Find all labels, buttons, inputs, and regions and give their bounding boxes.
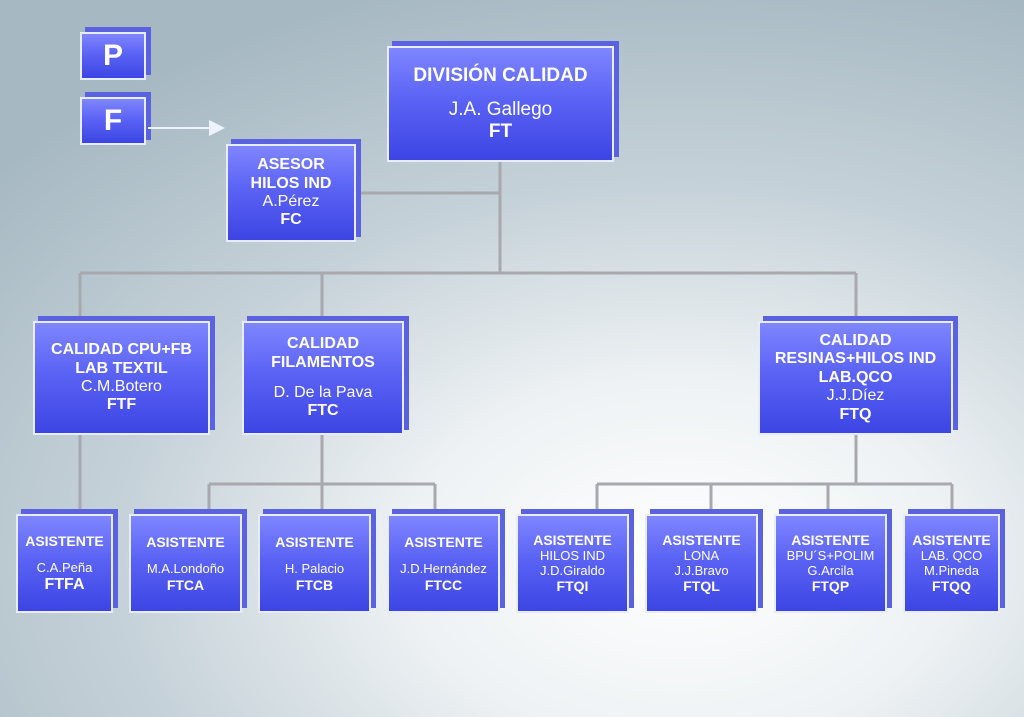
- assistant-role: ASISTENTE: [662, 532, 741, 549]
- assistant-box-ftcb: ASISTENTE H. Palacio FTCB: [258, 514, 371, 613]
- assistant-role: ASISTENTE: [25, 532, 104, 549]
- assistant-role: ASISTENTE: [912, 532, 991, 549]
- assistant-box-ftql: ASISTENTE LONA J.J.Bravo FTQL: [645, 514, 758, 613]
- unit-line1: CALIDAD: [819, 332, 892, 350]
- advisor-line2: HILOS IND: [250, 174, 332, 192]
- unit-line1: CALIDAD CPU+FB: [51, 341, 192, 359]
- unit-line2: RESINAS+HILOS IND: [774, 350, 937, 368]
- unit-line3: LAB.QCO: [818, 368, 893, 386]
- assistant-role: ASISTENTE: [404, 533, 483, 550]
- division-code: FT: [488, 120, 513, 142]
- assistant-box-ftcc: ASISTENTE J.D.Hernández FTCC: [387, 514, 500, 613]
- assistant-code: FTQL: [683, 578, 720, 595]
- assistant-name: C.A.Peña: [36, 559, 93, 575]
- unit-code: FTF: [106, 396, 137, 414]
- assistant-code: FTQQ: [932, 578, 971, 595]
- assistant-code: FTQI: [556, 578, 589, 595]
- unit-line1: CALIDAD: [287, 335, 359, 353]
- assistant-code: FTQP: [811, 578, 850, 595]
- assistant-box-ftqq: ASISTENTE LAB. QCO M.Pineda FTQQ: [903, 514, 1000, 613]
- advisor-line1: ASESOR: [257, 156, 325, 174]
- unit-code: FTQ: [839, 405, 872, 423]
- assistant-role: ASISTENTE: [146, 533, 225, 550]
- unit-box-ftf: CALIDAD CPU+FB LAB TEXTIL C.M.Botero FTF: [33, 321, 210, 435]
- advisor-name: A.Pérez: [262, 193, 320, 210]
- assistant-name: J.J.Bravo: [674, 562, 729, 578]
- assistant-area: HILOS IND: [539, 547, 605, 563]
- assistant-name: J.D.Hernández: [400, 561, 487, 577]
- assistant-code: FTCA: [166, 576, 205, 593]
- advisor-box: ASESOR HILOS IND A.Pérez FC: [226, 144, 356, 242]
- division-title: DIVISIÓN CALIDAD: [413, 65, 588, 87]
- unit-name: C.M.Botero: [81, 378, 162, 395]
- unit-name: J.J.Díez: [826, 387, 885, 405]
- division-name: J.A. Gallego: [448, 99, 553, 121]
- assistant-role: ASISTENTE: [791, 532, 870, 549]
- assistant-area: BPU´S+POLIM: [786, 547, 875, 563]
- assistant-name: J.D.Giraldo: [539, 562, 606, 578]
- advisor-code: FC: [280, 211, 302, 229]
- assistant-name: M.Pineda: [924, 562, 979, 578]
- assistant-role: ASISTENTE: [533, 532, 612, 549]
- assistant-name: H. Palacio: [284, 561, 345, 577]
- legend-f-label: F: [103, 103, 123, 137]
- unit-box-ftq: CALIDAD RESINAS+HILOS IND LAB.QCO J.J.Dí…: [758, 321, 953, 435]
- assistant-box-ftca: ASISTENTE M.A.Londoño FTCA: [129, 514, 242, 613]
- assistant-area: LONA: [683, 547, 720, 563]
- unit-line2: FILAMENTOS: [271, 353, 375, 371]
- arrow-right-icon: [209, 120, 225, 136]
- assistant-box-ftqi: ASISTENTE HILOS IND J.D.Giraldo FTQI: [516, 514, 629, 613]
- assistant-area: LAB. QCO: [920, 547, 983, 563]
- legend-f-box: F: [80, 97, 146, 145]
- assistant-role: ASISTENTE: [275, 533, 354, 550]
- assistant-name: M.A.Londoño: [146, 561, 225, 577]
- assistant-code: FTCB: [295, 576, 334, 593]
- unit-box-ftc: CALIDAD FILAMENTOS D. De la Pava FTC: [242, 321, 404, 435]
- assistant-code: FTFA: [44, 575, 85, 593]
- legend-p-label: P: [102, 38, 123, 72]
- assistant-code: FTCC: [424, 576, 463, 593]
- legend-p-box: P: [80, 32, 146, 80]
- unit-line2: LAB TEXTIL: [75, 359, 168, 377]
- division-box: DIVISIÓN CALIDAD J.A. Gallego FT: [387, 46, 614, 162]
- arrow-line: [148, 127, 210, 129]
- unit-code: FTC: [307, 402, 339, 420]
- unit-name: D. De la Pava: [273, 384, 373, 401]
- assistant-box-ftqp: ASISTENTE BPU´S+POLIM G.Arcila FTQP: [774, 514, 887, 613]
- assistant-name: G.Arcila: [807, 562, 854, 578]
- assistant-box-ftfa: ASISTENTE C.A.Peña FTFA: [16, 514, 113, 613]
